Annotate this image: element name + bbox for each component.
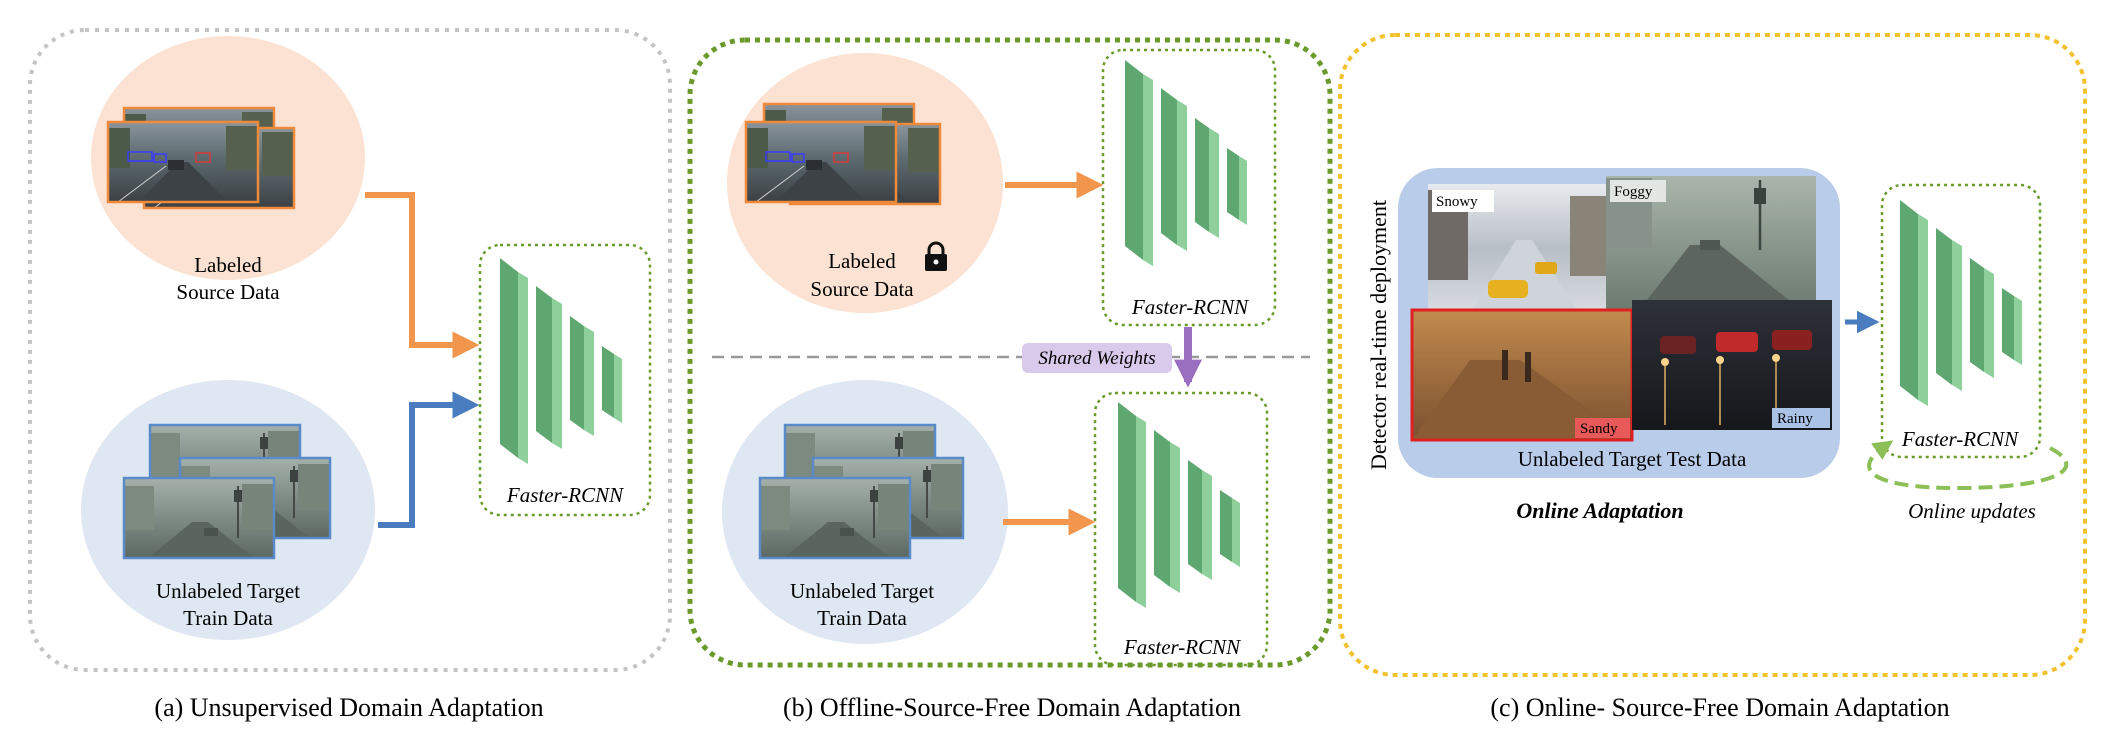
- panel-c: Detector real-time deployment Snowy Fogg…: [1338, 33, 2087, 722]
- model-box-b-top: [1101, 48, 1277, 327]
- source-label-line1: Labeled: [194, 253, 262, 277]
- source-image-stack-b: [744, 102, 942, 206]
- caption-a: (a) Unsupervised Domain Adaptation: [154, 693, 543, 722]
- snowy-image: Snowy: [1428, 184, 1606, 314]
- model-label-c: Faster-RCNN: [1901, 427, 2019, 451]
- panel-a: Labeled Source Data Unlabeled Target Tra…: [28, 28, 672, 722]
- target-to-model-arrow: [378, 391, 480, 528]
- online-updates-arrow: [1867, 440, 2069, 491]
- deployment-side-label: Detector real-time deployment: [1366, 200, 1391, 470]
- online-updates-label: Online updates: [1908, 499, 2036, 523]
- model-box-a: [478, 243, 652, 517]
- source-image-stack: [106, 106, 296, 210]
- target-label-b-line2: Train Data: [817, 606, 907, 630]
- foggy-image: Foggy: [1606, 176, 1816, 309]
- test-data-label: Unlabeled Target Test Data: [1518, 447, 1747, 471]
- online-adaptation-label: Online Adaptation: [1516, 498, 1683, 523]
- target-image-stack-b: [758, 423, 965, 560]
- source-label-b-line2: Source Data: [810, 277, 914, 301]
- sandy-image: Sandy: [1410, 308, 1634, 442]
- network-icon: [1118, 402, 1240, 608]
- network-icon: [1900, 200, 2022, 406]
- panel-b-frame: [687, 37, 1333, 668]
- network-icon: [1125, 60, 1247, 266]
- lock-icon: [925, 241, 947, 271]
- rainy-image: Rainy: [1632, 300, 1832, 430]
- condition-label-foggy: Foggy: [1614, 184, 1653, 200]
- caption-b: (b) Offline-Source-Free Domain Adaptatio…: [783, 693, 1241, 722]
- target-label-b-line1: Unlabeled Target: [790, 579, 934, 603]
- model-label-b-bottom: Faster-RCNN: [1123, 635, 1241, 659]
- panel-b: Labeled Source Data Faster-RCNN Shared W…: [687, 37, 1333, 722]
- target-label-line2: Train Data: [183, 606, 273, 630]
- condition-label-snowy: Snowy: [1436, 194, 1478, 210]
- model-label-a: Faster-RCNN: [506, 483, 624, 507]
- target-label-line1: Unlabeled Target: [156, 579, 300, 603]
- panel-a-frame: [28, 28, 672, 672]
- network-icon: [500, 258, 622, 464]
- source-label-b-line1: Labeled: [828, 249, 896, 273]
- condition-label-rainy: Rainy: [1777, 411, 1813, 427]
- shared-weights-badge: [1022, 343, 1172, 373]
- panel-c-frame: [1338, 33, 2087, 677]
- model-box-c: [1880, 183, 2042, 459]
- model-box-b-bottom: [1093, 391, 1269, 667]
- source-label-line2: Source Data: [176, 280, 280, 304]
- condition-label-sandy: Sandy: [1580, 421, 1618, 437]
- model-label-b-top: Faster-RCNN: [1131, 295, 1249, 319]
- source-to-model-arrow: [365, 192, 480, 359]
- target-image-stack: [122, 423, 332, 560]
- shared-weights-label: Shared Weights: [1038, 348, 1155, 369]
- caption-c: (c) Online- Source-Free Domain Adaptatio…: [1490, 693, 1949, 722]
